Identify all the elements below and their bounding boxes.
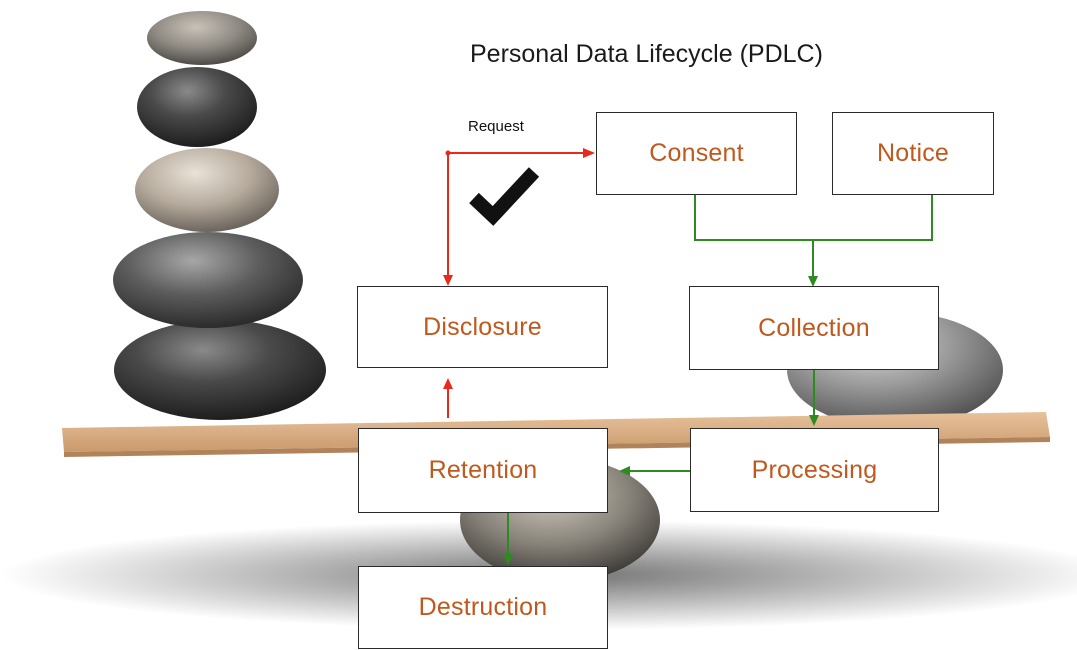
node-consent: Consent [596,112,797,195]
red-arrowhead-right [583,148,595,158]
stack-stone-5 [114,320,326,420]
stack-stone-3 [135,148,279,232]
stack-stone-4 [113,232,303,328]
diagram-title: Personal Data Lifecycle (PDLC) [470,40,823,68]
node-notice: Notice [832,112,994,195]
green-merge-line [694,195,933,241]
checkmark-icon [469,167,540,226]
stack-stone-1 [147,11,257,65]
node-disclosure: Disclosure [357,286,608,368]
green-arrowhead-processing [809,415,819,426]
green-arrowhead-destruction [503,554,513,565]
request-label: Request [468,118,524,135]
green-arrowhead-retention [619,466,630,476]
node-collection: Collection [689,286,939,370]
stack-stone-2 [137,67,257,147]
green-arrowhead-collection [808,276,818,287]
red-corner-dot [445,150,451,156]
node-destruction: Destruction [358,566,608,649]
node-retention: Retention [358,428,608,513]
red-arrowhead-down [443,275,453,286]
red-arrowhead-up [443,378,453,389]
node-processing: Processing [690,428,939,512]
